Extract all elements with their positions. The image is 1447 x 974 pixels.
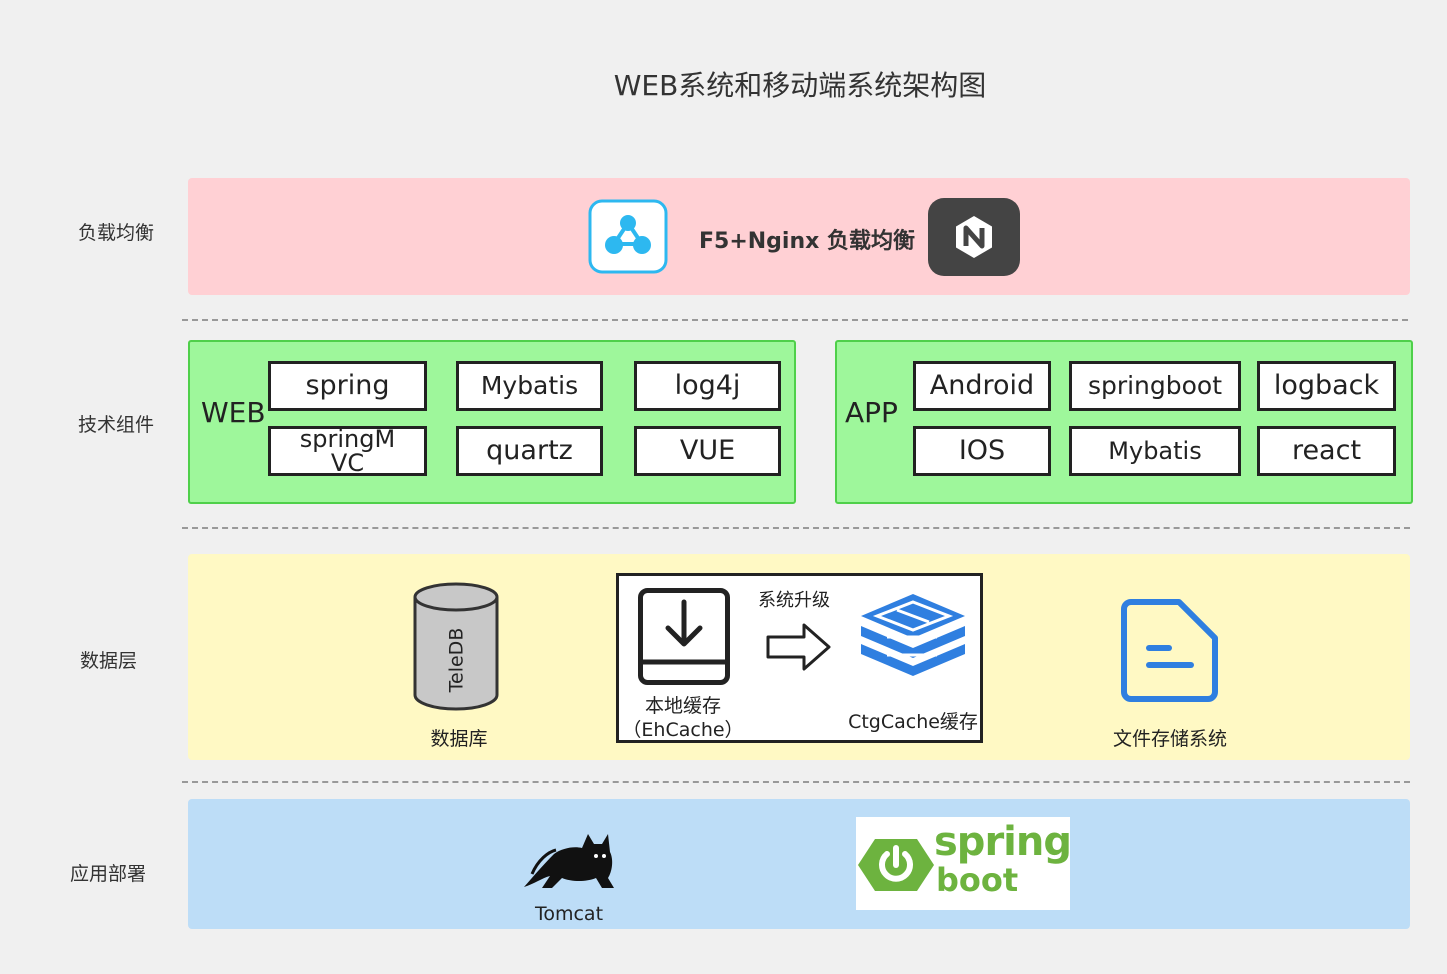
component-vue: VUE bbox=[634, 426, 781, 476]
f5-network-icon bbox=[588, 199, 668, 274]
local-cache-caption-line2: （EhCache） bbox=[622, 719, 744, 741]
file-storage-caption: 文件存储系统 bbox=[1112, 728, 1227, 750]
component-spring: spring bbox=[268, 361, 427, 411]
app-group-label: APP bbox=[845, 396, 898, 429]
springboot-logo-word-spring: spring bbox=[934, 819, 1072, 865]
deploy-band bbox=[188, 799, 1410, 929]
file-document-icon bbox=[1119, 598, 1219, 703]
ctgcache-caption: CtgCache缓存 bbox=[848, 711, 978, 733]
load-balance-band bbox=[188, 178, 1410, 295]
component-ios: IOS bbox=[913, 426, 1051, 476]
component-mybatis-app: Mybatis bbox=[1069, 426, 1241, 476]
component-springboot: springboot bbox=[1069, 361, 1241, 411]
local-cache-caption-line1: 本地缓存 bbox=[644, 695, 721, 717]
web-group-label: WEB bbox=[201, 396, 266, 429]
layer-label-load-balance: 负载均衡 bbox=[78, 222, 155, 244]
local-cache-caption: 本地缓存 （EhCache） bbox=[622, 694, 744, 742]
component-springmvc: springMVC bbox=[268, 426, 427, 476]
layer-label-tech: 技术组件 bbox=[78, 414, 155, 436]
component-log4j: log4j bbox=[634, 361, 781, 411]
upgrade-arrow-icon bbox=[766, 622, 832, 672]
tomcat-cat-icon bbox=[522, 832, 616, 892]
component-mybatis: Mybatis bbox=[456, 361, 603, 411]
teledb-label-wrap: TeleDB bbox=[415, 628, 497, 693]
component-quartz: quartz bbox=[456, 426, 603, 476]
component-android: Android bbox=[913, 361, 1051, 411]
database-caption: 数据库 bbox=[430, 728, 488, 750]
download-icon bbox=[638, 588, 730, 685]
nginx-n-icon bbox=[928, 198, 1020, 276]
page-title: WEB系统和移动端系统架构图 bbox=[613, 69, 987, 102]
upgrade-label: 系统升级 bbox=[758, 590, 830, 611]
layer-label-deploy: 应用部署 bbox=[70, 863, 147, 885]
divider-2 bbox=[182, 527, 1410, 529]
database-cylinder-icon bbox=[413, 582, 499, 712]
load-balance-text: F5+Nginx 负载均衡 bbox=[699, 229, 915, 254]
layer-label-data: 数据层 bbox=[80, 650, 138, 672]
springboot-logo: spring boot bbox=[856, 817, 1072, 910]
component-logback: logback bbox=[1257, 361, 1396, 411]
springboot-logo-word-boot: boot bbox=[936, 861, 1019, 899]
teledb-label: TeleDB bbox=[444, 627, 467, 693]
power-icon bbox=[858, 837, 934, 893]
tomcat-caption: Tomcat bbox=[534, 903, 604, 925]
divider-3 bbox=[182, 781, 1410, 783]
component-react: react bbox=[1257, 426, 1396, 476]
divider-1 bbox=[182, 319, 1408, 321]
ctgcache-stack-icon bbox=[857, 592, 969, 684]
